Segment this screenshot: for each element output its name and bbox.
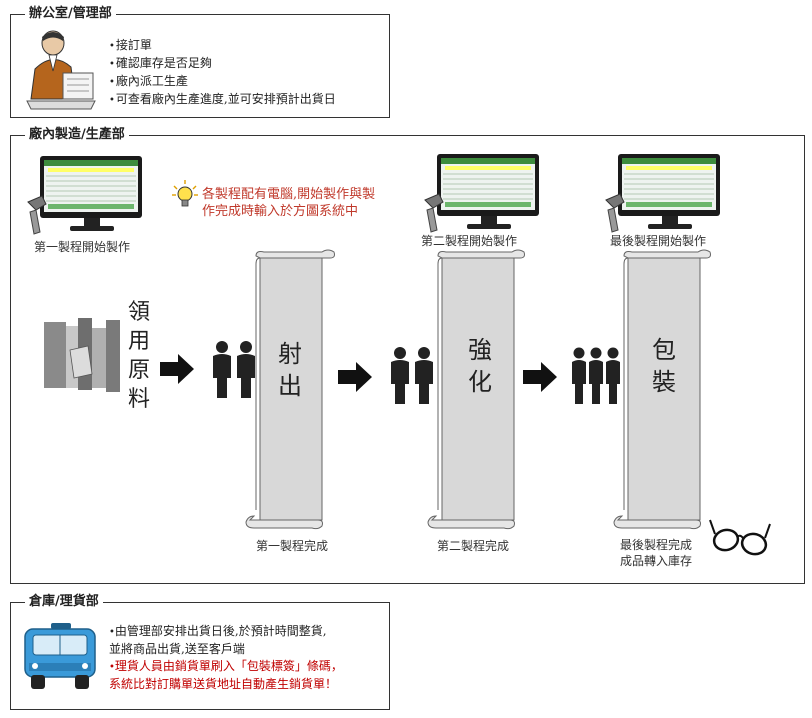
process3-done-label: 最後製程完成 成品轉入庫存: [620, 537, 692, 569]
process1-label: 射 出: [270, 338, 310, 402]
list-item: 確認庫存是否足夠: [109, 55, 336, 73]
warehouse-line: •由管理部安排出貨日後,於預計時間整貨,: [109, 624, 327, 638]
note-line: 作完成時輸入於方圖系統中: [202, 204, 359, 219]
label-char: 射: [278, 340, 302, 368]
station2-label: 第二製程開始製作: [421, 234, 518, 248]
label-char: 化: [468, 368, 492, 396]
process2-done-label: 第二製程完成: [437, 539, 510, 553]
warehouse-title: 倉庫/理貨部: [25, 593, 103, 611]
text-run: 理貨人員由銷貨單刷入「包裝標簽」條碼，: [114, 659, 343, 673]
label-char: 料: [127, 387, 150, 412]
note-line: 各製程配有電腦,開始製作與製: [202, 187, 376, 202]
computer-barcode-scanner-icon: [27, 156, 142, 235]
office-worker-icon: [26, 30, 96, 110]
label-char: 領: [127, 300, 150, 325]
workers-icon: [213, 341, 255, 398]
label-char: 裝: [652, 368, 676, 396]
arrow-right-icon: [160, 354, 194, 384]
label-char: 包: [652, 336, 676, 364]
list-item: 接訂單: [109, 37, 336, 55]
station1-label: 第一製程開始製作: [34, 240, 131, 254]
process-scroll: [613, 249, 711, 530]
truck-icon: [24, 623, 96, 689]
warehouse-red-line: 系統比對訂購單送貨地址自動產生銷貨單！: [109, 677, 338, 691]
label-char: 強: [468, 336, 492, 364]
computer-note: 各製程配有電腦,開始製作與製 作完成時輸入於方圖系統中: [202, 186, 375, 220]
process-scroll: [427, 249, 525, 530]
list-item: 廠內派工生產: [109, 73, 336, 91]
arrow-right-icon: [338, 362, 372, 392]
office-task-list: 接訂單 確認庫存是否足夠 廠內派工生產 可查看廠內生產進度,並可安排預計出貨日: [109, 37, 336, 109]
label-char: 用: [127, 329, 150, 354]
station3-label: 最後製程開始製作: [610, 234, 707, 248]
list-item: 可查看廠內生產進度,並可安排預計出貨日: [109, 91, 336, 109]
computer-barcode-scanner-icon: [424, 154, 539, 233]
lightbulb-icon: [172, 180, 198, 207]
label-char: 出: [278, 372, 302, 400]
workers-icon: [391, 347, 433, 404]
warehouse-line: 並將商品出貨,送至客戶端: [109, 642, 245, 656]
process1-done-label: 第一製程完成: [256, 539, 329, 553]
factory-title: 廠內製造/生產部: [25, 126, 129, 144]
warehouse-text: •由管理部安排出貨日後,於預計時間整貨, 並將商品出貨,送至客戶端 •理貨人員由…: [109, 623, 343, 693]
raw-material-label: 領 用 原 料: [124, 298, 154, 414]
workers-icon: [572, 347, 620, 404]
office-title: 辦公室/管理部: [25, 5, 116, 23]
text-run: 由管理部安排出貨日後,於預計時間整貨,: [114, 624, 327, 638]
office-section: 辦公室/管理部 接訂單 確認庫存是否足夠 廠內派工生產 可查看廠內生產進度,並可…: [10, 5, 390, 118]
warehouse-section: 倉庫/理貨部 •由管理部安排出貨日後,於預計時間整貨, 並將商品出貨,送至客戶端…: [10, 593, 390, 710]
caption-line: 最後製程完成: [620, 538, 693, 552]
process-scroll: [245, 249, 335, 530]
arrow-right-icon: [523, 362, 557, 392]
caption-line: 成品轉入庫存: [620, 554, 693, 568]
glasses-icon: [709, 519, 771, 556]
label-char: 原: [127, 358, 150, 383]
process2-label: 強 化: [460, 334, 500, 398]
boxes-icon: [44, 318, 120, 392]
computer-barcode-scanner-icon: [605, 154, 720, 233]
warehouse-red-line: •理貨人員由銷貨單刷入「包裝標簽」條碼，: [109, 659, 343, 673]
process3-label: 包 裝: [644, 334, 684, 398]
